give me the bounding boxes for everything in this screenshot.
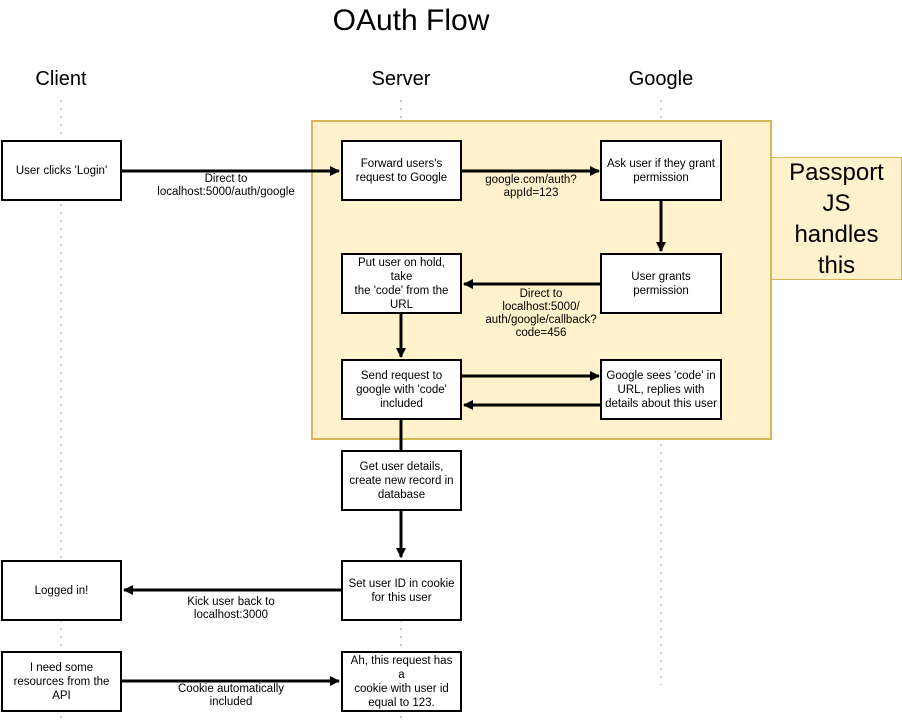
box-user-clicks-login: User clicks 'Login' (1, 140, 122, 201)
box-get-user-details: Get user details, create new record in d… (341, 450, 462, 511)
box-google-sees-code: Google sees 'code' in URL, replies with … (600, 359, 722, 420)
label-kick-back: Kick user back to localhost:3000 (187, 596, 275, 621)
box-request-has-cookie: Ah, this request has a cookie with user … (341, 651, 462, 712)
diagram-title: OAuth Flow (332, 4, 490, 37)
box-set-user-id: Set user ID in cookie for this user (341, 560, 462, 621)
lane-title-server: Server (371, 68, 431, 90)
box-user-grants: User grants permission (600, 253, 722, 314)
box-need-resources: I need some resources from the API (1, 651, 122, 712)
box-put-on-hold: Put user on hold, take the 'code' from t… (341, 253, 462, 314)
label-google-auth-url: google.com/auth? appId=123 (485, 174, 577, 199)
lane-title-google: Google (628, 68, 694, 90)
label-direct-callback: Direct to localhost:5000/ auth/google/ca… (485, 288, 597, 339)
passport-note: Passport JS handles this (771, 157, 902, 280)
label-direct-auth-google: Direct to localhost:5000/auth/google (157, 173, 295, 198)
box-logged-in: Logged in! (1, 560, 122, 621)
box-send-request: Send request to google with 'code' inclu… (341, 359, 462, 420)
label-cookie-included: Cookie automatically included (177, 683, 285, 708)
box-ask-permission: Ask user if they grant permission (600, 140, 722, 201)
box-forward-request: Forward users's request to Google (341, 140, 462, 201)
lane-title-client: Client (35, 68, 87, 90)
